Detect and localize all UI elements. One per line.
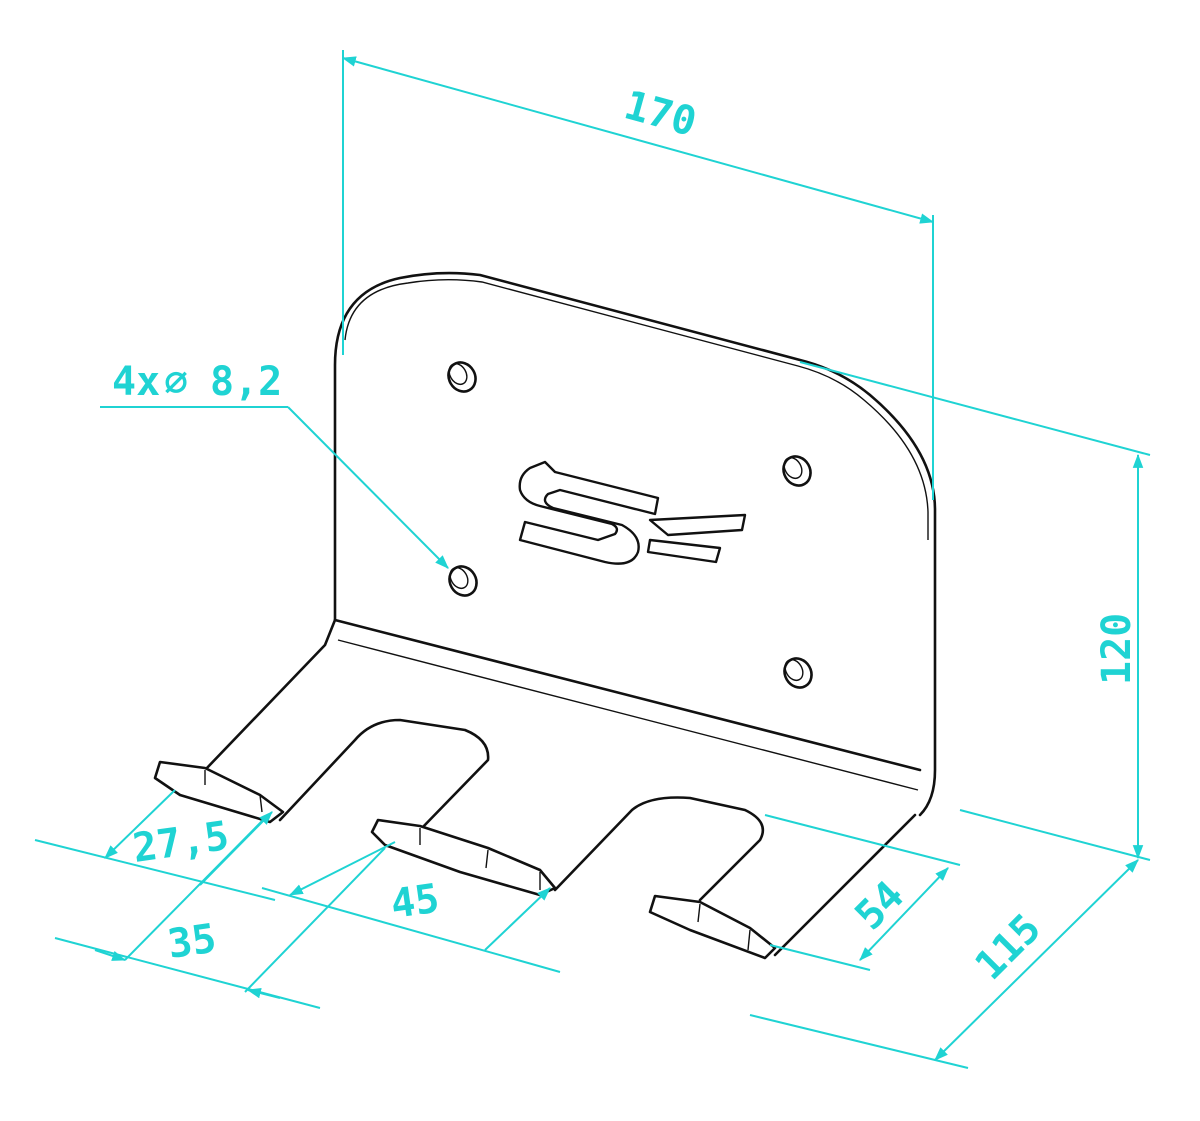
dim-slot-45: 45 xyxy=(261,841,561,973)
callout-value: 8,2 xyxy=(210,359,282,405)
prong-left xyxy=(153,760,285,824)
dim-170-label: 170 xyxy=(619,82,701,146)
dim-gap-35: 35 xyxy=(54,817,386,1009)
hole-bottom-right xyxy=(783,657,813,689)
dim-depth-115: 115 xyxy=(749,859,1139,1069)
mounting-holes xyxy=(447,361,813,689)
plate-top-thickness xyxy=(344,279,929,540)
bend-edge xyxy=(333,618,922,772)
dim-54-label: 54 xyxy=(847,872,914,939)
hole-top-left xyxy=(447,361,477,393)
hole-top-right xyxy=(782,455,812,487)
dim-35-label: 35 xyxy=(165,916,219,968)
bracket-part xyxy=(153,271,937,960)
diameter-icon: ⌀ xyxy=(164,359,188,405)
base-plate xyxy=(203,618,917,957)
hole-callout: 4x ⌀ 8,2 xyxy=(100,359,449,569)
hole-bottom-left xyxy=(448,565,478,597)
prong-right xyxy=(648,894,777,960)
dim-115-label: 115 xyxy=(967,905,1051,989)
dim-height-120: 120 xyxy=(799,361,1151,861)
dim-slot-54: 54 xyxy=(764,814,961,971)
dim-120-label: 120 xyxy=(1094,613,1140,685)
logo-sf-icon xyxy=(518,460,747,565)
bend-edge-inner xyxy=(337,639,919,791)
callout-count: 4x xyxy=(112,359,160,405)
dim-27-5-label: 27,5 xyxy=(130,813,232,872)
dim-45-label: 45 xyxy=(388,876,442,928)
